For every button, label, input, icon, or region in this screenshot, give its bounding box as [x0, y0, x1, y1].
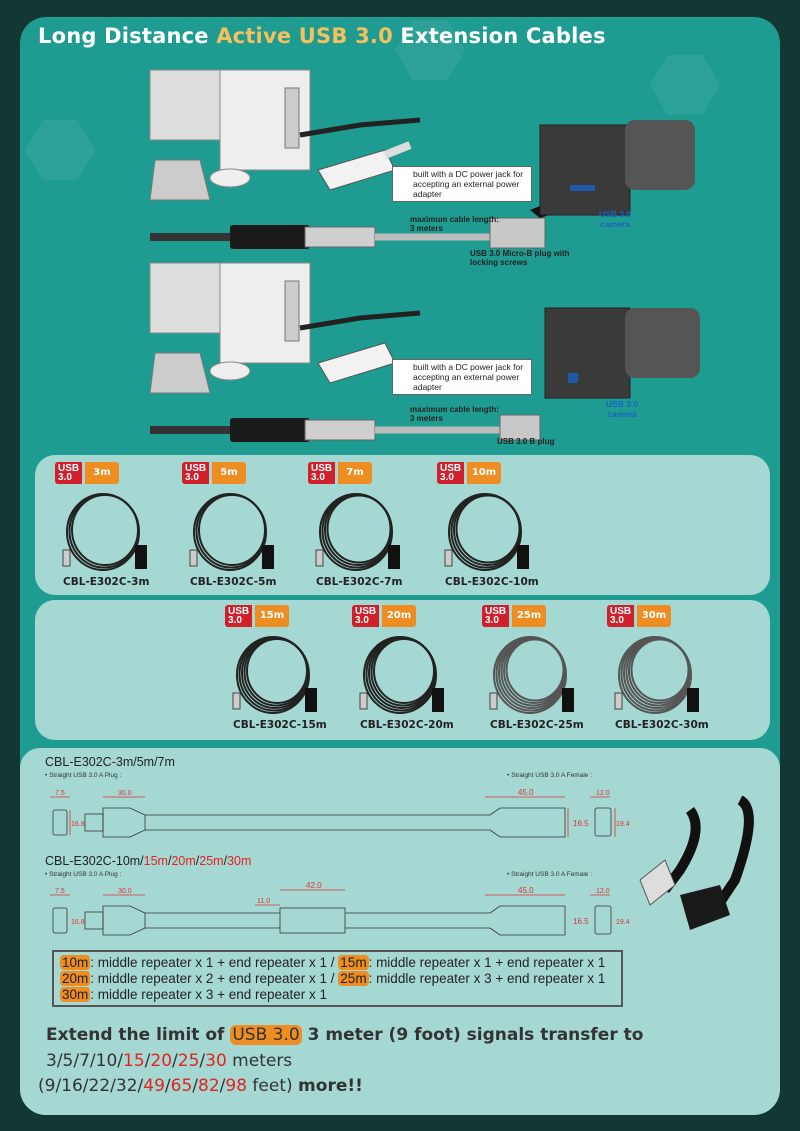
drawing-1-dims: 7.5 30.0 16.8 45.0 16.5 12.0 19.4: [55, 788, 630, 828]
spec1-female-label: • Straight USB 3.0 A Female :: [507, 772, 593, 779]
spec1-heading: CBL-E302C-3m/5m/7m: [45, 755, 175, 769]
product-card: USB 3.0 5m CBL-E302C-5m: [182, 462, 307, 597]
product-name: CBL-E302C-3m: [63, 576, 150, 588]
product-card: USB 3.0 15m CBL-E302C-15m: [225, 605, 350, 740]
usb-badge: USB 3.0: [55, 462, 82, 484]
repeater-line: 30m: middle repeater x 3 + end repeater …: [60, 987, 328, 1002]
camera-label: USB 3.0 camera: [598, 209, 632, 229]
coiled-cable-image: [315, 493, 400, 571]
dim: 7.5: [55, 790, 65, 797]
spec2-female-label: • Straight USB 3.0 A Female :: [507, 871, 593, 878]
coiled-cable-image: [232, 636, 317, 714]
dim: 16.8: [71, 919, 85, 926]
hex-decoration: [650, 55, 720, 115]
dc-jack-callout: built with a DC power jack for accepting…: [392, 166, 532, 202]
length-badge: 10m: [467, 462, 501, 484]
usb-badge: USB 3.0: [607, 605, 634, 627]
product-card: USB 3.0 30m CBL-E302C-30m: [607, 605, 732, 740]
dimension-drawings: 7.5 30.0 16.8 45.0 16.5 12.0 19.4 7.5 30…: [50, 788, 754, 936]
dim: 42.0: [306, 881, 322, 890]
repeater-line: 10m: middle repeater x 1 + end repeater …: [60, 955, 606, 970]
product-name: CBL-E302C-20m: [360, 719, 454, 731]
connection-diagram: [149, 69, 700, 442]
dim: 16.5: [573, 819, 589, 828]
dim: 45.0: [518, 886, 534, 895]
product-name: CBL-E302C-5m: [190, 576, 277, 588]
camera-1: [539, 120, 695, 216]
dim: 30.0: [118, 790, 132, 797]
repeater-info-box: 10m: middle repeater x 1 + end repeater …: [52, 950, 623, 1007]
spec2-heading: CBL-E302C-10m/15m/20m/25m/30m: [45, 854, 252, 868]
max-length-label: maximum cable length: 3 meters: [410, 215, 499, 233]
usb-badge: USB 3.0: [182, 462, 209, 484]
camera-label: USB 3.0 camera: [605, 399, 639, 419]
coiled-cable-image: [359, 636, 444, 714]
drawing-1: [50, 796, 616, 838]
dim: 30.0: [118, 888, 132, 895]
product-card: USB 3.0 10m CBL-E302C-10m: [437, 462, 562, 597]
length-badge: 25m: [512, 605, 546, 627]
page-title: Long Distance Active USB 3.0 Extension C…: [38, 24, 606, 48]
spec-panel: [20, 748, 780, 1115]
usb-badge: USB 3.0: [352, 605, 379, 627]
dc-jack-callout: built with a DC power jack for accepting…: [392, 359, 532, 395]
length-badge: 30m: [637, 605, 671, 627]
dim: 7.5: [55, 888, 65, 895]
dim: 11.0: [257, 898, 270, 905]
product-panel-1: [35, 455, 770, 595]
repeater-line: 20m: middle repeater x 2 + end repeater …: [60, 971, 606, 986]
dim: 16.8: [71, 821, 85, 828]
footer-line-1: Extend the limit of USB 3.0 3 meter (9 f…: [46, 1025, 644, 1045]
product-name: CBL-E302C-15m: [233, 719, 327, 731]
usb-badge: USB 3.0: [225, 605, 252, 627]
dim: 19.4: [616, 919, 630, 926]
cable-photo: [639, 795, 754, 930]
cable-1: [150, 200, 565, 249]
usb-badge: USB 3.0: [482, 605, 509, 627]
product-name: CBL-E302C-7m: [316, 576, 403, 588]
drawing-2-dims: 7.5 30.0 16.8 11.0 42.0 45.0 16.5 12.0 1…: [55, 881, 630, 926]
dim: 12.0: [596, 790, 610, 797]
length-badge: 7m: [338, 462, 372, 484]
spec2-plug-label: • Straight USB 3.0 A Plug :: [45, 871, 122, 878]
product-card: USB 3.0 25m CBL-E302C-25m: [482, 605, 607, 740]
coiled-cable-image: [62, 493, 147, 571]
plug-label: USB 3.0 B plug: [497, 437, 555, 446]
spec1-plug-label: • Straight USB 3.0 A Plug :: [45, 772, 122, 779]
computer-illustration: [149, 69, 421, 201]
max-length-label: maximum cable length: 3 meters: [410, 405, 499, 423]
plug-label: USB 3.0 Micro-B plug with locking screws: [470, 249, 570, 267]
product-name: CBL-E302C-25m: [490, 719, 584, 731]
dim: 12.0: [596, 888, 610, 895]
dim: 45.0: [518, 788, 534, 797]
dim: 19.4: [616, 821, 630, 828]
length-badge: 15m: [255, 605, 289, 627]
coiled-cable-image: [444, 493, 529, 571]
product-card: USB 3.0 20m CBL-E302C-20m: [352, 605, 477, 740]
product-name: CBL-E302C-30m: [615, 719, 709, 731]
coiled-cable-image: [614, 636, 699, 714]
length-badge: 5m: [212, 462, 246, 484]
footer-line-meters: 3/5/7/10/15/20/25/30 meters: [46, 1051, 293, 1071]
drawing-2: [50, 889, 612, 936]
dim: 16.5: [573, 917, 589, 926]
length-badge: 20m: [382, 605, 416, 627]
length-badge: 3m: [85, 462, 119, 484]
row-2: [149, 262, 700, 442]
product-card: USB 3.0 3m CBL-E302C-3m: [55, 462, 180, 597]
usb-badge: USB 3.0: [308, 462, 335, 484]
usb-badge: USB 3.0: [437, 462, 464, 484]
footer-line-feet: (9/16/22/32/49/65/82/98 feet) more!!: [38, 1076, 363, 1096]
coiled-cable-image: [189, 493, 274, 571]
product-card: USB 3.0 7m CBL-E302C-7m: [308, 462, 433, 597]
product-name: CBL-E302C-10m: [445, 576, 539, 588]
coiled-cable-image: [489, 636, 574, 714]
